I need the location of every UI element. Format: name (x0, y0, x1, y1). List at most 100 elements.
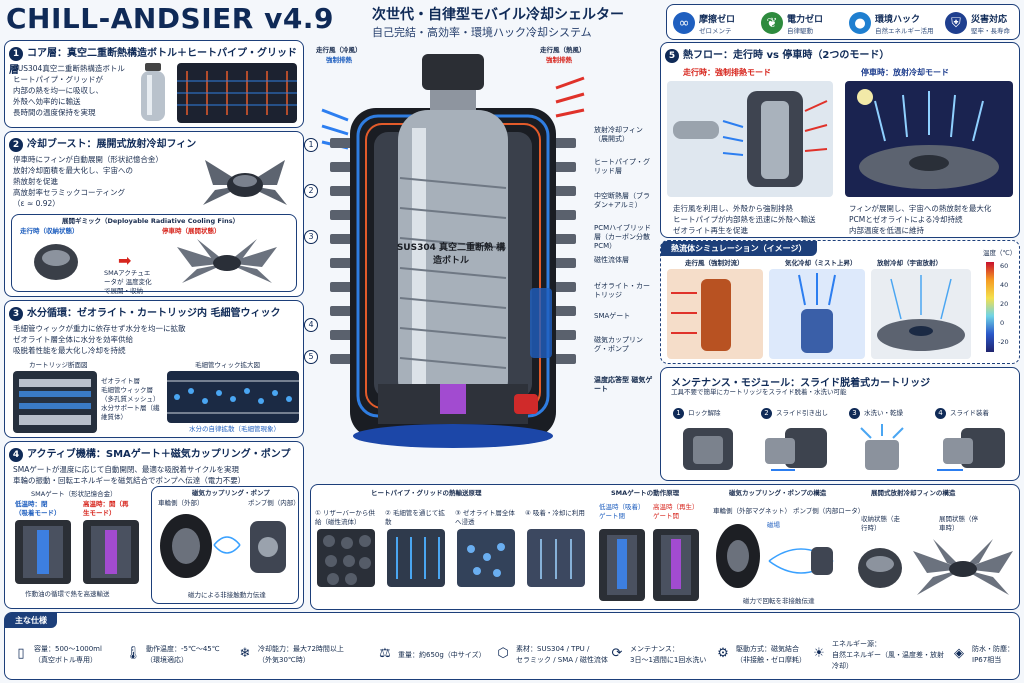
driving-label: 走行時（収納状態） (20, 227, 79, 235)
wind-left-sub: 強制排熱 (326, 56, 352, 64)
magnetic-field-illustration (212, 527, 242, 563)
section-title: コア層：真空二重断熱構造ボトル＋ヒートパイプ・グリッド層 (9, 48, 297, 76)
pump-side-label: ポンプ側（内部） (248, 499, 300, 507)
callout-pcm: PCMハイブリッド層（カーボン分散PCM） (594, 224, 652, 250)
callout-number-2: 2 (304, 184, 318, 198)
thermometer-icon: 🌡 (124, 646, 142, 661)
spec-waterproof: ◈防水・防塵：IP67相当 (950, 630, 1014, 680)
wheel-illustration (158, 511, 214, 581)
feature-disaster: ⛨ 災害対応堅牢・長寿命 (945, 8, 1010, 38)
sim-panel-label-3: 放射冷却（宇宙放射） (877, 259, 942, 267)
stop-mode-title: 停車時：放射冷却モード (861, 68, 949, 77)
low-temp-label: 低温時：閉（吸着モード） (15, 500, 61, 517)
section-title: アクティブ機構：SMAゲート＋磁気カップリング・ポンプ (27, 449, 291, 460)
stop-mode-bullets: フィンが展開し、宇宙への熱放射を最大化 PCMとゼオライトによる冷却持続 内部温… (849, 204, 992, 235)
arrow-right-icon: ➡ (118, 251, 132, 270)
sma-high-label: 高温時（再生）ゲート開 (653, 503, 699, 520)
scale-tick-minus20: -20 (998, 338, 1009, 346)
maintenance-desc: 工具不要で簡単にカートリッジをスライド脱着・水洗い可能 (671, 388, 847, 396)
energy-icon: ☀ (813, 646, 825, 661)
bottle-icon: ▯ (17, 646, 25, 661)
section-bottom-principles: ヒートパイプ・グリッドの熱輸送原理 ① リザーバーから供給（磁性流体） ② 毛細… (310, 484, 1020, 610)
callout-number-4: 4 (304, 318, 318, 332)
drive-mode-bullets: 走行風を利用し、外殻から強制排熱 ヒートパイプが内部熱を迅速に外殻へ輸送 ゼオラ… (673, 204, 816, 235)
section-title: 冷却ブースト：展開式放射冷却フィン (27, 139, 197, 150)
page-tagline: 自己完結・高効率・環境ハック冷却システム (372, 26, 592, 39)
scale-tick-60: 60 (1000, 262, 1009, 270)
fins-deployed-illustration (909, 537, 1017, 601)
feature-frictionless: ∞ 摩擦ゼロゼロメンテ (673, 8, 735, 38)
sim-panel-label-2: 気化冷却（ミスト上昇） (785, 259, 857, 267)
heatpipe-step-2: ② 毛細管を通じて拡散 (385, 509, 445, 526)
bottle-label: SUS304 真空二重断熱 構造ボトル (396, 243, 506, 266)
spec-capacity: ▯容量：500～1000ml（真空ボトル専用） (12, 630, 102, 680)
stowed-fins-illustration (32, 239, 80, 285)
spec-temperature: 🌡動作温度：-5℃～45℃（環境適応） (124, 645, 220, 664)
fins-stored-illustration (855, 543, 905, 593)
heatpipe-principle-title: ヒートパイプ・グリッドの熱輸送原理 (371, 489, 482, 497)
page-title: CHILL-ANDSIER v4.9 (6, 2, 334, 35)
section-number: 1 (9, 47, 23, 61)
spec-weight: ⚖重量：約650g（中サイズ） (376, 630, 485, 680)
callout-sma: SMAゲート (594, 312, 631, 320)
high-temp-label: 高温時：開（再生モード） (83, 500, 129, 517)
infinity-icon: ∞ (673, 12, 695, 34)
callout-ferrofluid: 磁性流体層 (594, 256, 629, 264)
magnet-pump-label: ポンプ側（内部ロータ） (793, 507, 865, 515)
wick-zoom-label: 毛細管ウィック拡大図 (195, 361, 260, 369)
section-bullets: 停車時にフィンが自動展開（形状記憶合金） 放射冷却面積を最大化し、宇宙への 熱放… (13, 155, 163, 208)
scale-tick-0: 0 (1000, 319, 1005, 327)
sma-gate-open-illustration (83, 520, 139, 584)
spec-energy: ☀エネルギー源：自然エネルギー（風・温度差・放射冷却） (810, 630, 950, 680)
radiative-cooling-sim (871, 269, 971, 359)
weight-icon: ⚖ (379, 646, 391, 661)
spec-label: 主な仕様 (5, 613, 57, 628)
temperature-scale-bar (986, 262, 994, 352)
callout-number-3: 3 (304, 230, 318, 244)
snowflake-icon: ❄ (239, 646, 251, 661)
sma-gate-closed-illustration (15, 520, 71, 584)
cartridge-section-illustration (13, 371, 97, 433)
callout-fins: 放射冷却フィン（展開式） (594, 126, 643, 143)
feature-zero-power: ❦ 電力ゼロ自律駆動 (761, 8, 823, 38)
spec-drive: ⚙駆動方式：磁気結合（非接触・ゼロ摩耗） (714, 630, 806, 680)
cartridge-section-label: カートリッジ断面図 (29, 361, 88, 369)
magnet-wheel-illustration (713, 521, 763, 591)
section-bullets: SMAゲートが温度に応じて自動開閉、最適な吸脱着サイクルを実現 車輪の振動・回転… (13, 465, 246, 485)
step-slide-out-illustration (761, 422, 831, 476)
sma-gate-label: SMAゲート（形状記憶合金） (31, 490, 117, 498)
section-maintenance: メンテナンス・モジュール：スライド脱着式カートリッジ 工具不要で簡単にカートリッ… (660, 367, 1020, 481)
step-wash-illustration (847, 422, 917, 476)
heatpipe-step-3: ③ ゼオライト層全体へ浸透 (455, 509, 515, 526)
shield-icon: ⛨ (945, 12, 967, 34)
cartridge-callouts: ゼオライト層 毛細管ウィック層（多孔質メッシュ） 水分サポート層（繊維質体） (101, 377, 160, 421)
magnet-wheel-label: 車輪側（外部マグネット） (713, 507, 791, 515)
sim-panel-label-1: 走行風（強制対流） (685, 259, 744, 267)
sma-low-label: 低温時（吸着）ゲート閉 (599, 503, 645, 520)
magnet-principle-title: 磁気カップリング・ポンプの構造 (729, 489, 827, 497)
heatpipe-grid-illustration (177, 63, 297, 123)
main-cross-section (318, 38, 588, 450)
sma-closed-illustration (599, 529, 645, 601)
pump-label: 磁気カップリング・ポンプ (192, 489, 270, 497)
drive-mode-title: 走行時：強制排熱モード (683, 68, 771, 77)
deploy-gimmick-box: 展開ギミック（Deployable Radiative Cooling Fins… (11, 214, 297, 295)
section-number: 4 (9, 448, 23, 462)
leaf-icon: ❦ (761, 12, 783, 34)
heatpipe-step-4-illustration (527, 529, 585, 587)
drive-icon: ⚙ (717, 646, 729, 661)
wind-right-label: 走行風（熱風） (540, 46, 586, 54)
sma-open-illustration (653, 529, 699, 601)
callout-heatpipe: ヒートパイプ・グリッド層 (594, 158, 650, 175)
hot-wind-arrows (555, 76, 585, 118)
forced-convection-sim (667, 269, 763, 359)
section-title: 水分循環：ゼオライト・カートリッジ内 毛細管ウィック (27, 308, 281, 319)
sma-caption: 作動油の循環で熱を高速輸送 (25, 590, 110, 598)
